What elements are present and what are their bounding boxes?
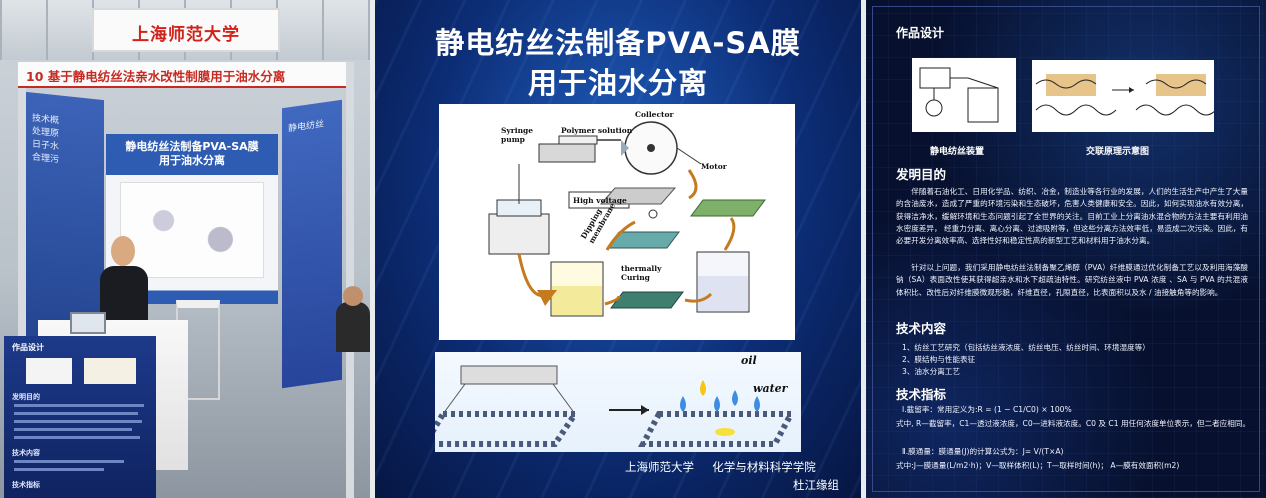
right-wall-text: 静电纺丝: [288, 119, 325, 135]
poster-title-line2: 用于油水分离: [527, 66, 708, 100]
text-line: [14, 468, 104, 471]
text-line: [14, 436, 140, 439]
crosslink-principle-image: [1032, 60, 1217, 132]
caption-crosslink-principle: 交联原理示意图: [1086, 147, 1150, 157]
label-collector: Collector: [635, 110, 674, 119]
booth-photo: 上海师范大学 10 基于静电纺丝法亲水改性制膜用于油水分离 技术概 处理原 日子…: [0, 0, 370, 498]
tech-item: 3、油水分离工艺: [902, 367, 960, 376]
text-line: [14, 404, 144, 407]
front-display-panel: 作品设计 发明目的 技术内容 技术指标: [4, 336, 156, 498]
retention-description: 式中, R—截留率，C1—透过液浓度，C0—进料液浓度。C0 及 C1 用任何浓…: [896, 419, 1251, 428]
project-poster: 静电纺丝法制备PVA-SA膜 用于油水分离: [375, 0, 861, 498]
booth-poster-title: 静电纺丝法制备PVA-SA膜 用于油水分离: [125, 140, 259, 167]
oil-drop: [700, 380, 706, 396]
front-panel-subheading: 技术指标: [12, 481, 40, 489]
purpose-heading: 发明目的: [896, 167, 947, 182]
booth-poster-figure: [120, 182, 264, 278]
label-syringe: Syringe pump: [501, 126, 534, 144]
electrospinning-device-image: [912, 58, 1016, 132]
laptop: [70, 312, 106, 334]
front-panel-subheading: 发明目的: [12, 393, 40, 401]
syringe-shape: [558, 135, 598, 145]
cured-membrane: [610, 291, 684, 309]
oil-pool: [715, 428, 735, 436]
stirring-setup: [488, 213, 550, 255]
booth-title: 10 基于静电纺丝法亲水改性制膜用于油水分离: [26, 69, 286, 84]
front-panel-heading: 作品设计: [12, 343, 44, 352]
process-diagram-graphic: [488, 121, 766, 317]
left-wall-text: 技术概 处理原 日子水 合理污: [32, 113, 60, 166]
visitor-head: [343, 286, 363, 306]
presenter-person: [96, 234, 152, 330]
booth-main-poster: 静电纺丝法制备PVA-SA膜 用于油水分离: [106, 134, 278, 304]
label-motor: Motor: [701, 162, 727, 171]
syringe-pump-shape: [538, 143, 596, 163]
tech-item: 1、纺丝工艺研究（包括纺丝液浓度、纺丝电压、纺丝时间、环境湿度等）: [902, 343, 1150, 352]
label-oil: oil: [741, 354, 757, 367]
label-water: water: [753, 382, 788, 395]
fiber-mat: [460, 365, 558, 385]
booth-title-strip: 10 基于静电纺丝法亲水改性制膜用于油水分离: [18, 62, 354, 88]
process-diagram: Syringe pump Polymer solution Collector …: [439, 104, 795, 340]
visitor-person: [336, 286, 370, 352]
purpose-paragraph-1: 伴随着石油化工、日用化学品、纺织、冶金，制造业等各行业的发展，人们的生活生产中产…: [896, 187, 1248, 246]
label-curing: thermally Curing: [621, 264, 662, 282]
text-line: [14, 420, 142, 423]
poster-frame: [872, 6, 1260, 492]
university-header-board: 上海师范大学: [92, 8, 280, 52]
purpose-paragraph-2: 针对以上问题，我们采用静电纺丝法制备聚乙烯醇（PVA）纤维膜通过优化制备工艺以及…: [896, 263, 1248, 297]
water-drop: [754, 396, 760, 412]
water-drop: [680, 396, 686, 412]
label-high-voltage: High voltage: [573, 196, 627, 205]
university-name: 上海师范大学: [132, 25, 240, 45]
front-panel-subheading: 技术内容: [12, 449, 40, 457]
mesh-left: [435, 411, 581, 447]
text-line: [14, 460, 124, 463]
retention-formula: Ⅰ.截留率：常用定义为:R = (1 − C1/C0) × 100%: [902, 405, 1072, 414]
mesh-right: [638, 411, 796, 447]
green-membrane: [690, 199, 766, 217]
poster-title-line1: 静电纺丝法制备PVA-SA膜: [435, 26, 801, 60]
oil-water-diagram: oil water: [435, 352, 801, 452]
design-heading: 作品设计: [896, 26, 945, 40]
right-wall-poster: 静电纺丝: [282, 99, 342, 389]
flux-description: 式中:J—膜通量(L/m2·h)；V—取样体积(L)；T—取样时间(h)； A—…: [896, 461, 1180, 470]
tech-index-heading: 技术指标: [896, 387, 947, 402]
label-polymer: Polymer solution: [561, 126, 633, 135]
poster-footer-affiliation: 上海师范大学 化学与材料科学学院: [625, 460, 816, 474]
front-panel-image: [84, 358, 136, 384]
tech-content-heading: 技术内容: [896, 321, 947, 336]
poster-footer-team: 杜江缘组: [793, 478, 839, 492]
design-poster: 作品设计 静电纺丝装置 交联原理示意图 发明目的 伴随着石油化工、日用化学品、纺…: [866, 0, 1266, 498]
flux-formula: Ⅱ.膜通量：膜通量(J)的计算公式为：J= V/(T×A): [902, 447, 1064, 456]
oil-water-graphic: [435, 365, 796, 447]
text-line: [14, 428, 132, 431]
torso: [100, 266, 148, 330]
booth-post: [346, 62, 354, 498]
face: [111, 236, 135, 266]
water-drop: [732, 390, 738, 406]
text-line: [14, 412, 138, 415]
booth-post: [18, 88, 26, 498]
water-drop: [714, 396, 720, 412]
front-panel-image: [26, 358, 72, 384]
device-sketch: [919, 67, 999, 123]
tech-item: 2、膜结构与性能表征: [902, 355, 976, 364]
caption-electrospinning-device: 静电纺丝装置: [930, 147, 985, 157]
crosslink-sketch: [1035, 74, 1217, 116]
